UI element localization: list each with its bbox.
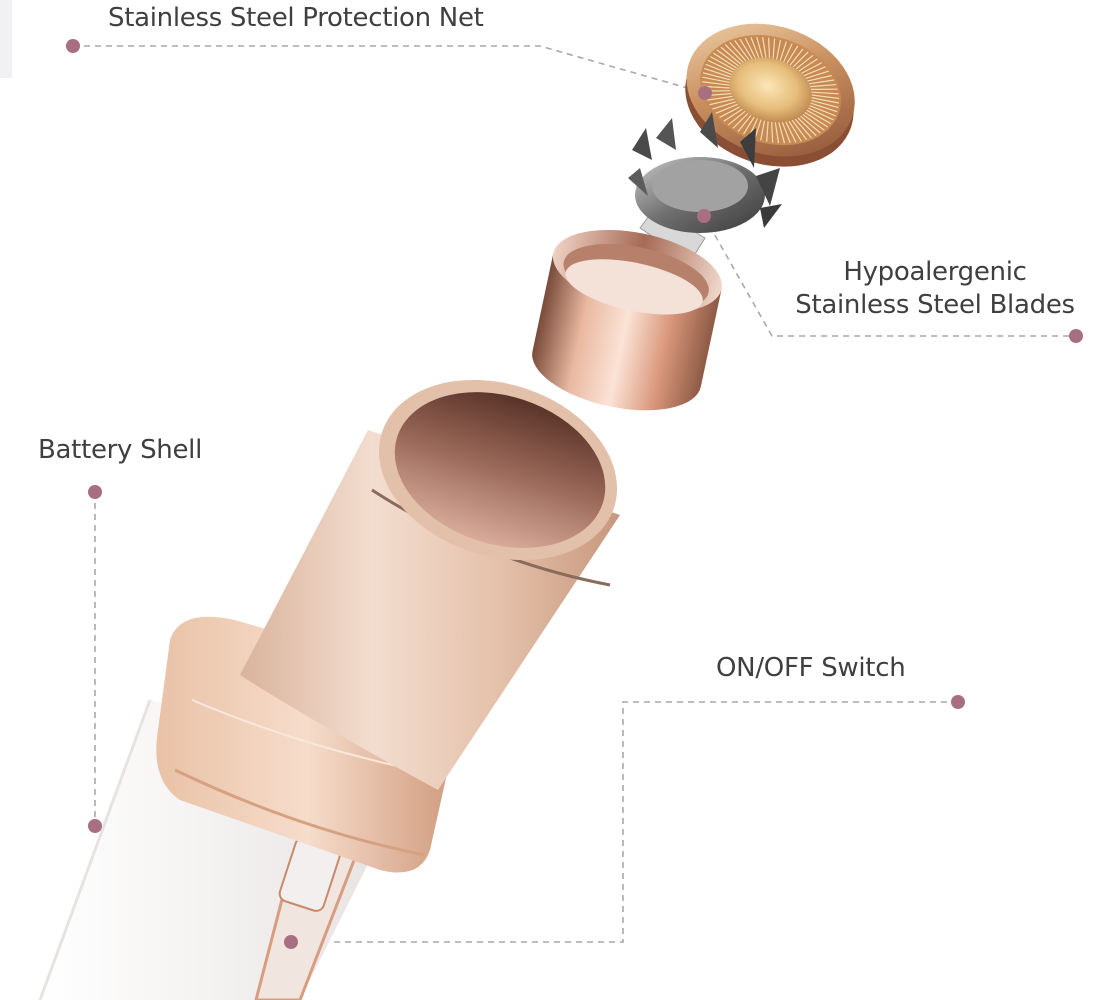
net-ray [713,52,737,69]
net-ray [778,122,786,144]
net-ray [791,119,808,141]
marker-dot-protection-net-end [698,86,712,100]
marker-dot-battery-bottom [88,819,102,833]
net-ray [811,91,839,95]
net-ray [727,110,746,126]
net-ray [702,72,731,81]
net-ray [783,43,793,63]
net-ray [805,70,830,79]
net-ray [774,122,780,144]
marker-dot-blades-start [697,209,711,223]
net-ray [789,48,804,66]
leader-lines [73,45,1076,943]
marker-dot-protection-net-start [66,39,80,53]
net-ray [802,113,825,131]
net-ray [710,56,735,71]
callout-blades-line2: Stainless Steel Blades [795,290,1075,320]
net-ray [795,54,814,70]
callout-battery-shell: Battery Shell [38,435,203,465]
net-ray [779,41,787,61]
marker-dot-switch-end [951,695,965,709]
net-ray [743,116,755,135]
net-ray [794,118,812,139]
corner-shade [0,0,12,78]
marker-dot-blades-end [1069,329,1083,343]
net-ray [734,40,750,61]
net-ray [810,102,838,113]
protection-net-part [685,23,855,167]
net-ray [810,88,838,91]
callout-protection-net: Stainless Steel Protection Net [108,3,484,33]
net-ray [707,59,734,73]
net-ray [801,62,822,74]
net-ray [772,38,776,59]
net-ray [703,67,731,78]
net-ray [781,121,791,144]
net-ray [729,41,747,62]
net-ray [811,97,840,104]
net-ray [786,45,799,64]
net-ray [808,107,834,121]
net-ray [800,115,821,134]
net-ray [715,103,738,114]
net-ray [702,76,730,84]
blade-assembly-part [628,112,782,263]
net-ray [709,98,734,106]
net-ray [797,117,817,137]
leader-line-switch [291,701,958,943]
device-body [38,379,620,1000]
callout-switch: ON/OFF Switch [716,653,906,683]
net-ray [792,51,809,68]
marker-dot-switch-start [284,935,298,949]
marker-dots [66,39,1083,949]
net-ray [768,37,771,59]
net-ray [809,83,837,88]
net-ray [732,112,749,129]
net-ray [766,121,769,142]
net-ray [720,46,742,65]
leader-line-blades [703,215,1076,337]
net-ray [807,74,832,82]
net-ray [724,44,744,63]
net-ray [804,111,829,128]
rose-gold-ring-part [532,229,722,411]
net-ray [750,37,760,59]
callout-blades-line1: Hypoalergenic [843,257,1027,287]
net-ray [776,39,782,60]
callout-blades: Hypoalergenic Stainless Steel Blades [790,256,1080,322]
net-ray [702,81,730,86]
net-ray [706,95,733,101]
net-ray [737,114,752,132]
net-ray [811,94,840,100]
net-ray [756,36,763,59]
net-ray [811,99,839,109]
net-ray [754,119,762,139]
net-ray [739,38,753,60]
net-ray [716,49,739,67]
net-ray [808,79,835,85]
net-ray [798,58,818,72]
net-ray [771,121,774,143]
net-ray [803,66,826,77]
net-ray [785,121,797,143]
net-ray [723,108,743,122]
net-ray [760,120,766,141]
net-ray [809,105,836,117]
net-ray [788,120,802,142]
net-ray [719,106,741,118]
net-ray [712,101,736,110]
net-ray [705,63,732,76]
marker-dot-battery-top [88,485,102,499]
net-ray [806,109,832,125]
net-ray [744,37,757,59]
leader-line-protection-net [73,45,706,94]
net-ray [762,37,767,59]
